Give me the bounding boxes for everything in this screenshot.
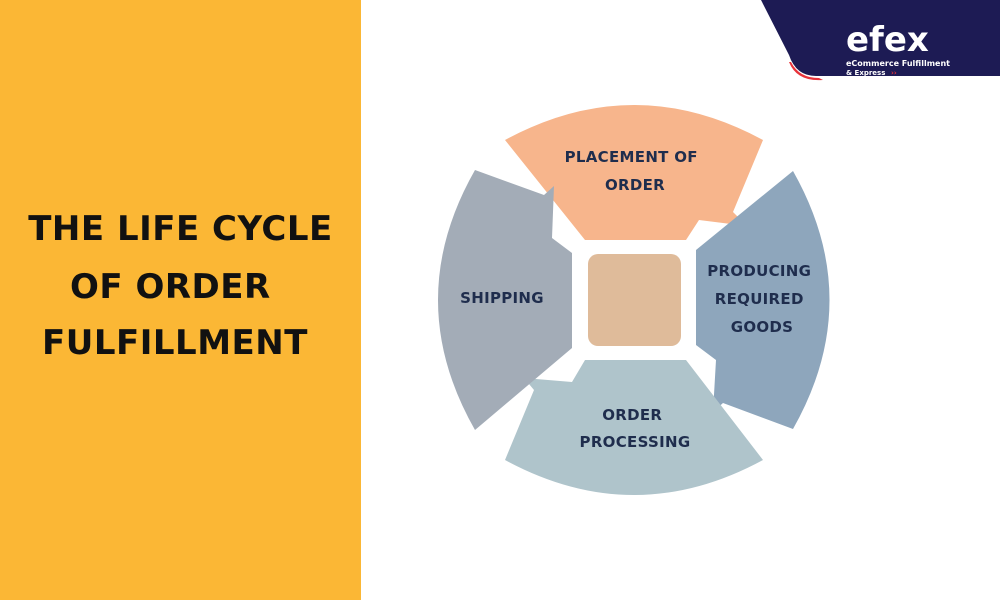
center-square bbox=[588, 254, 681, 346]
logo-tagline-line-2: & Express bbox=[846, 69, 885, 77]
order-lifecycle-diagram: PLACEMENT OF ORDER PRODUCING REQUIRED GO… bbox=[438, 0, 1000, 495]
logo-badge-background bbox=[761, 0, 1000, 76]
segment-producing-required-goods bbox=[696, 171, 830, 429]
label-processing-line-1: ORDER bbox=[602, 406, 662, 424]
label-processing-line-2: PROCESSING bbox=[580, 433, 691, 451]
title-line-2: OF ORDER bbox=[70, 267, 271, 307]
label-placement-of-order: PLACEMENT OF ORDER bbox=[565, 148, 704, 194]
label-shipping-line-1: SHIPPING bbox=[460, 289, 544, 307]
title-line-1: THE LIFE CYCLE bbox=[28, 209, 333, 249]
label-order-processing: ORDER PROCESSING bbox=[580, 406, 691, 451]
label-producing-line-2: REQUIRED bbox=[715, 290, 804, 308]
logo-wordmark: efex bbox=[846, 20, 929, 60]
logo-tagline-line-1: eCommerce Fulfillment bbox=[846, 59, 950, 68]
segment-order-processing bbox=[505, 360, 763, 495]
label-shipping: SHIPPING bbox=[460, 289, 544, 307]
title-panel: THE LIFE CYCLE OF ORDER FULFILLMENT bbox=[0, 0, 361, 600]
label-placement-line-2: ORDER bbox=[605, 176, 665, 194]
logo-badge-accent bbox=[789, 62, 823, 81]
segment-shipping bbox=[438, 170, 572, 430]
label-producing-line-3: GOODS bbox=[731, 318, 794, 336]
chevron-right-icon: ›› bbox=[891, 69, 897, 77]
efex-logo[interactable]: efex eCommerce Fulfillment & Express ›› bbox=[761, 0, 1000, 81]
label-producing-required-goods: PRODUCING REQUIRED GOODS bbox=[707, 262, 817, 336]
label-producing-line-1: PRODUCING bbox=[707, 262, 811, 280]
diagram-panel: PLACEMENT OF ORDER PRODUCING REQUIRED GO… bbox=[361, 0, 1000, 600]
title-line-3: FULFILLMENT bbox=[42, 323, 308, 363]
segment-placement-of-order bbox=[505, 105, 763, 240]
label-placement-line-1: PLACEMENT OF bbox=[565, 148, 698, 166]
